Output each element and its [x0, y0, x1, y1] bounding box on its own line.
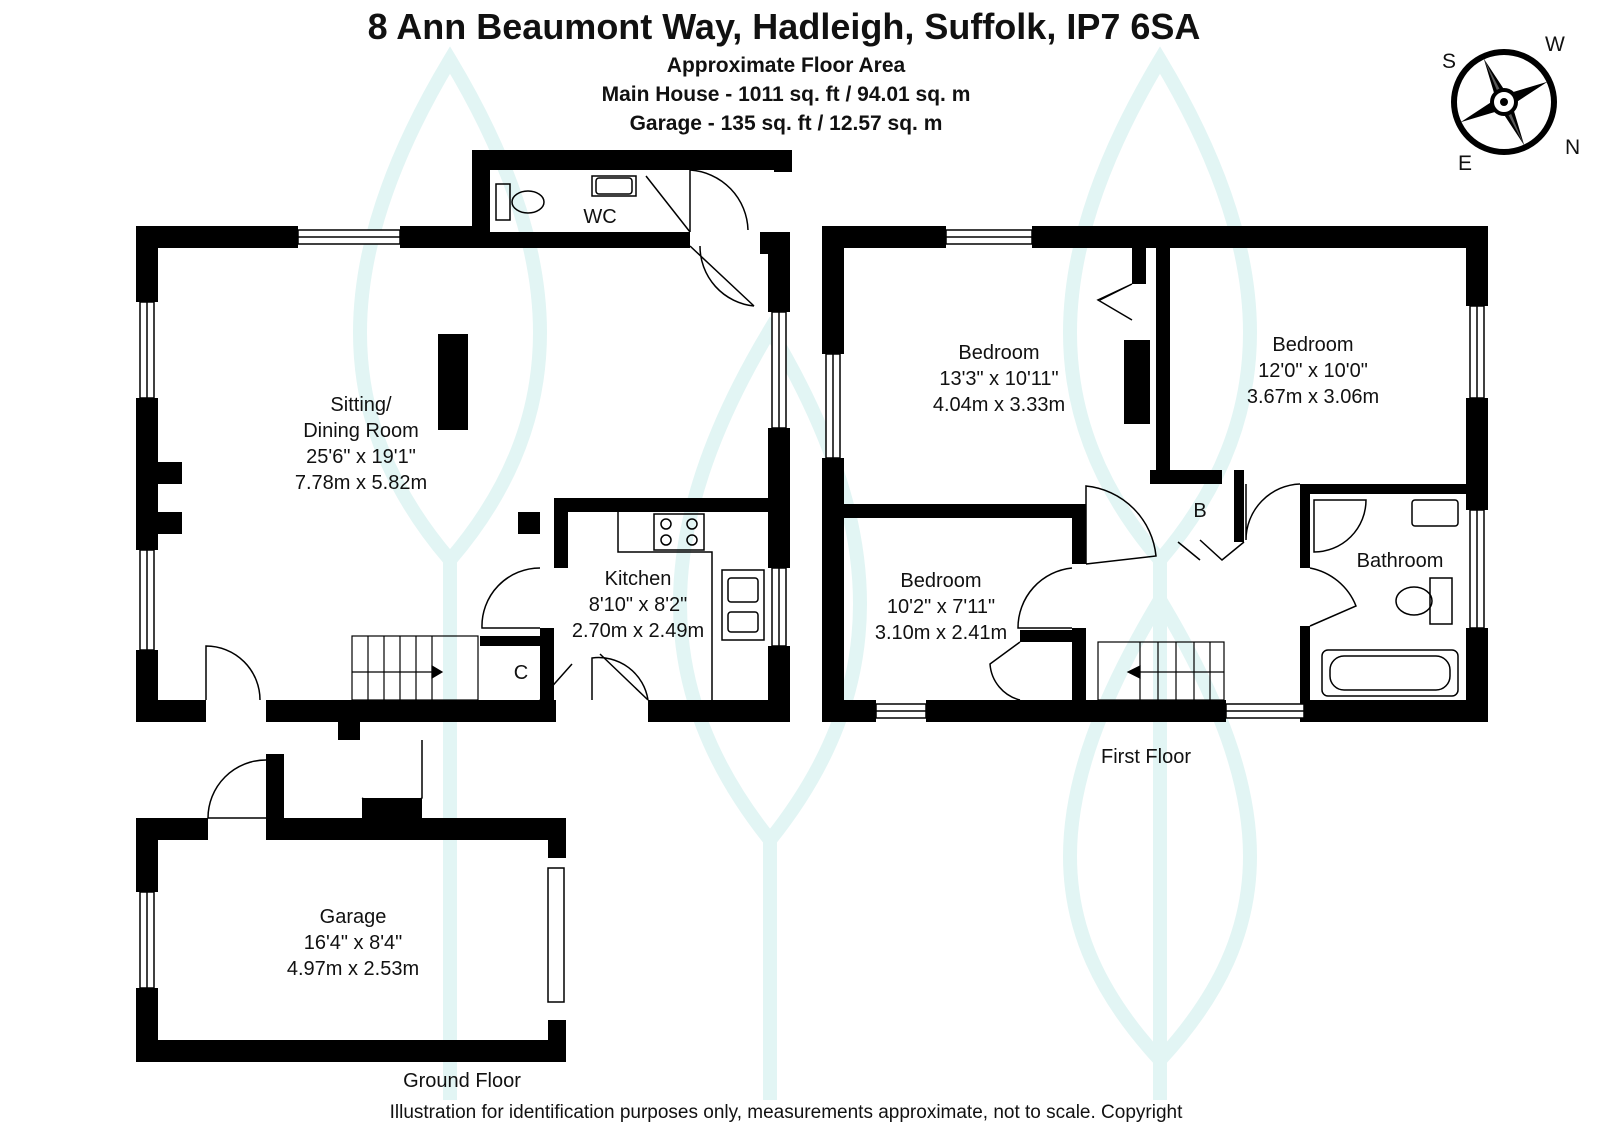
floor-label-first: First Floor [1101, 746, 1191, 768]
room-name: Sitting/ [330, 394, 392, 416]
garage-area: Garage - 135 sq. ft / 12.57 sq. m [629, 112, 943, 135]
watermark-logo [353, 46, 1257, 1100]
room-name: Kitchen [604, 568, 672, 590]
room-size-imperial: 8'10" x 8'2" [588, 594, 688, 616]
ground-floor-doors [205, 169, 755, 819]
compass-east-label: E [1458, 152, 1473, 175]
room-label-sitting-dining: Sitting/ Dining Room 25'6" x 19'1" 7.78m… [276, 392, 446, 496]
room-name: Bedroom [900, 570, 982, 592]
first-floor-walls [822, 226, 1488, 722]
room-name: Garage [319, 906, 387, 928]
room-size-imperial: 25'6" x 19'1" [306, 446, 416, 468]
compass-south-label: S [1442, 50, 1457, 73]
room-size-metric: 3.10m x 2.41m [874, 622, 1008, 644]
disclaimer-text: Illustration for identification purposes… [389, 1102, 1183, 1123]
room-size-imperial: 16'4" x 8'4" [303, 932, 403, 954]
room-size-imperial: 12'0" x 10'0" [1258, 360, 1368, 382]
compass-north-label: N [1565, 136, 1581, 159]
ground-floor-walls [136, 150, 792, 1062]
page-title: 8 Ann Beaumont Way, Hadleigh, Suffolk, I… [367, 6, 1201, 47]
compass-west-label: W [1545, 33, 1565, 56]
room-size-metric: 4.97m x 2.53m [286, 958, 420, 980]
room-label-wc: WC [583, 206, 617, 228]
ground-floor-windows [139, 175, 787, 1003]
room-name: Dining Room [303, 420, 419, 442]
room-size-imperial: 10'2" x 7'11" [886, 596, 996, 618]
room-size-metric: 4.04m x 3.33m [932, 394, 1066, 416]
room-label-boiler: B [1193, 500, 1207, 522]
bathroom-fittings [1313, 499, 1459, 697]
main-house-area: Main House - 1011 sq. ft / 94.01 sq. m [601, 83, 971, 106]
area-heading: Approximate Floor Area [666, 54, 906, 77]
kitchen-fittings [617, 512, 765, 700]
room-name: Bedroom [1272, 334, 1354, 356]
room-label-bathroom: Bathroom [1356, 550, 1444, 572]
room-size-metric: 3.67m x 3.06m [1246, 386, 1380, 408]
room-label-kitchen: Kitchen 8'10" x 8'2" 2.70m x 2.49m [558, 566, 718, 644]
floor-label-ground: Ground Floor [403, 1070, 521, 1092]
first-floor-doors [989, 283, 1357, 701]
room-size-imperial: 13'3" x 10'11" [939, 368, 1059, 390]
room-size-metric: 7.78m x 5.82m [294, 472, 428, 494]
room-label-cupboard: C [513, 662, 529, 684]
room-size-metric: 2.70m x 2.49m [571, 620, 705, 642]
room-name: Bedroom [958, 342, 1040, 364]
room-label-bedroom-3: Bedroom 10'2" x 7'11" 3.10m x 2.41m [856, 568, 1026, 646]
wc-fittings [495, 177, 633, 221]
ground-floor-stairs [351, 635, 479, 701]
room-label-bedroom-2: Bedroom 12'0" x 10'0" 3.67m x 3.06m [1228, 332, 1398, 410]
room-label-bedroom-1: Bedroom 13'3" x 10'11" 4.04m x 3.33m [914, 340, 1084, 418]
first-floor-windows [825, 229, 1485, 719]
room-label-garage: Garage 16'4" x 8'4" 4.97m x 2.53m [268, 904, 438, 982]
first-floor-stairs [1097, 641, 1225, 701]
compass-icon [1451, 49, 1557, 155]
